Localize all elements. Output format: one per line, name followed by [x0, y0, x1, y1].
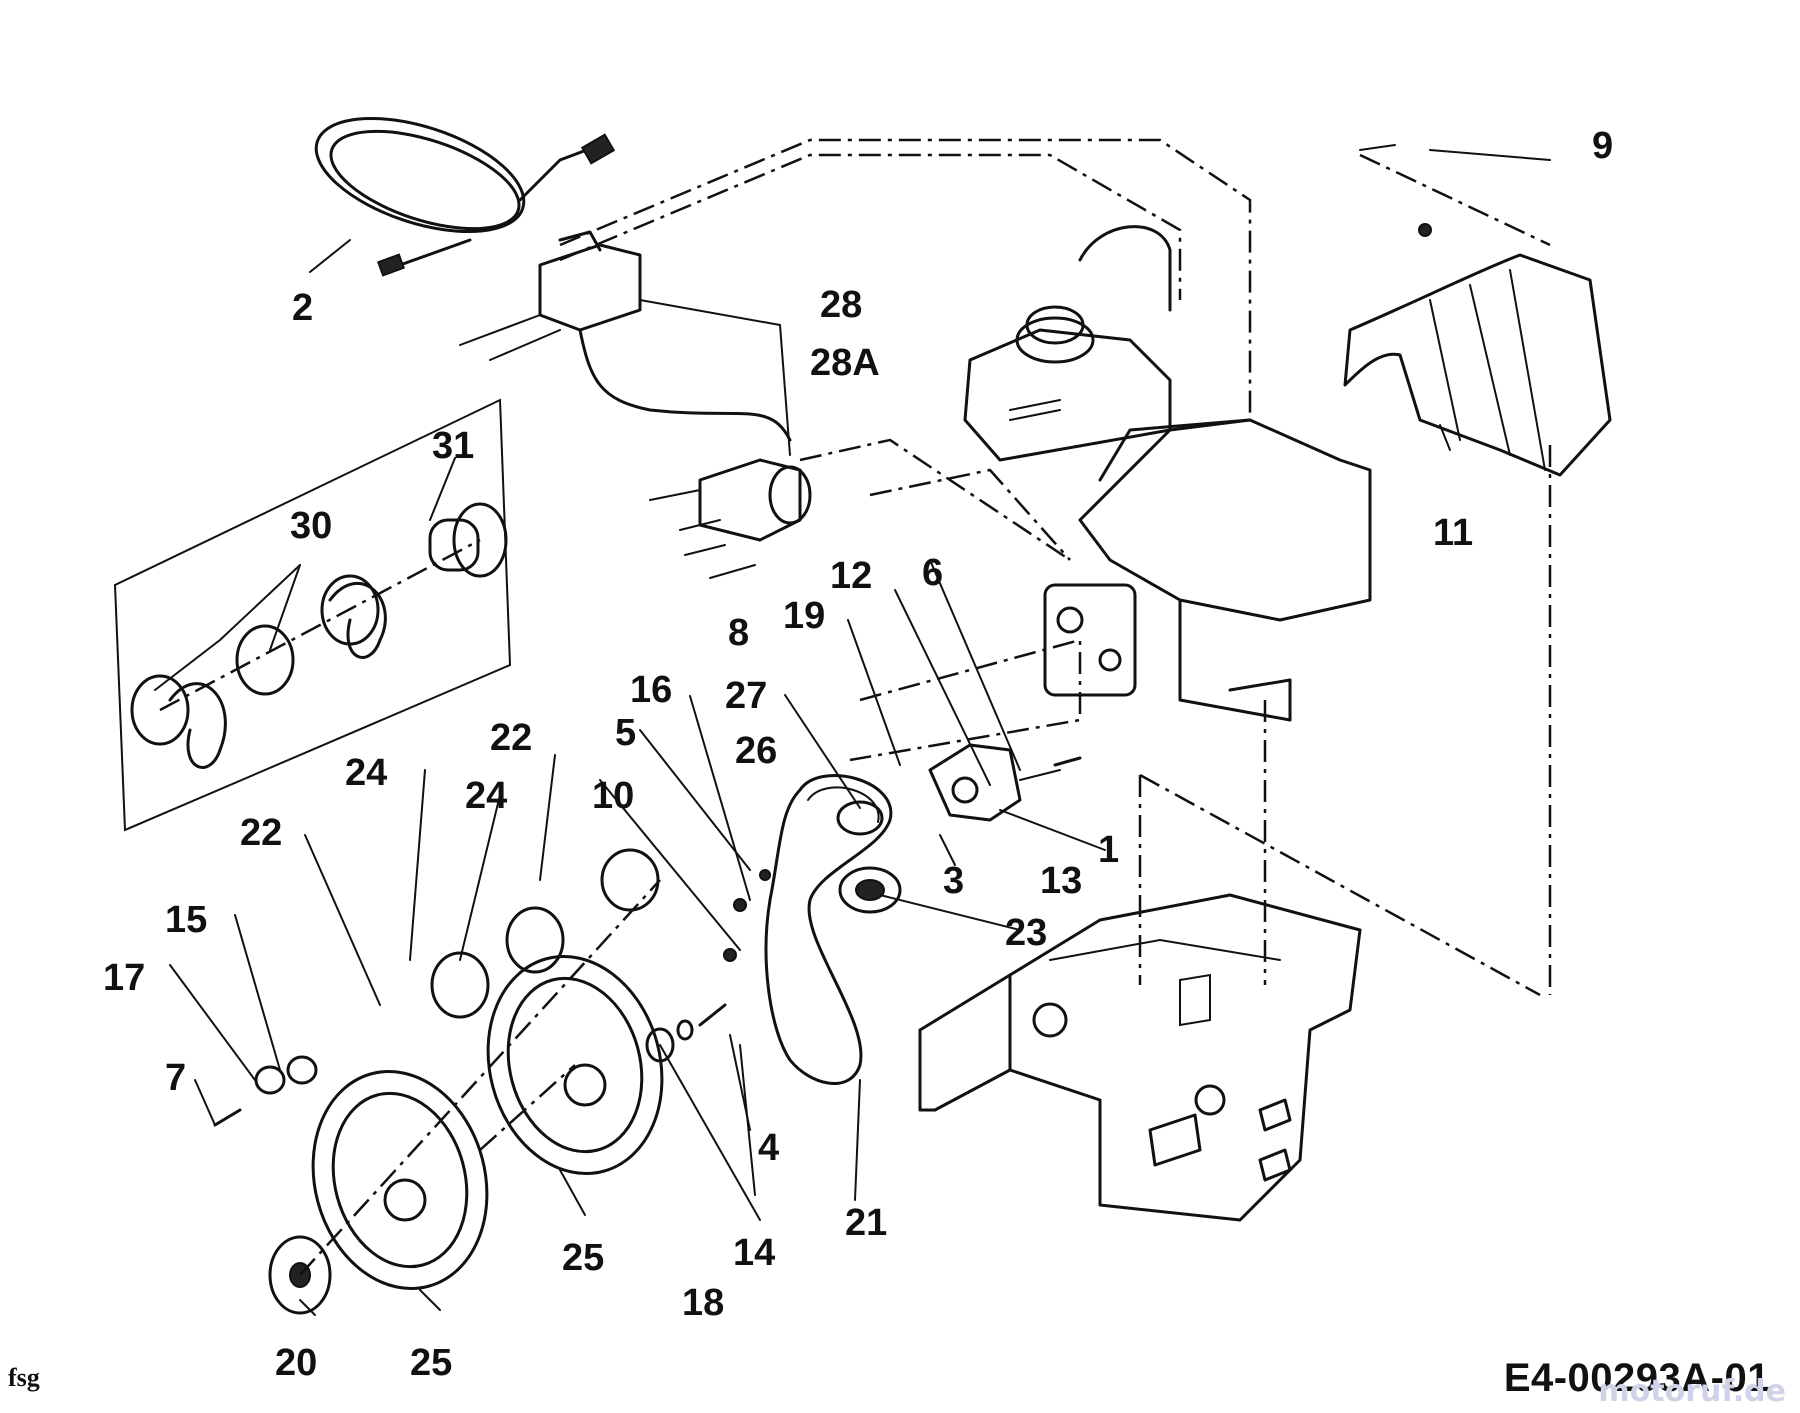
- callout-18: 18: [682, 1282, 724, 1324]
- callout-5: 5: [615, 712, 636, 754]
- callout-2: 2: [292, 287, 313, 329]
- auger-flight-group: [113, 398, 512, 832]
- callout-26: 26: [735, 730, 777, 772]
- callout-21: 21: [845, 1202, 887, 1244]
- callout-20: 20: [275, 1342, 317, 1384]
- callout-14: 14: [733, 1232, 775, 1274]
- callout-9: 9: [1592, 125, 1613, 167]
- callout-24a: 24: [345, 752, 387, 794]
- engine-part: [963, 225, 1372, 722]
- callout-11: 11: [1433, 512, 1473, 554]
- callout-labels: 1 2 3 4 5 6 7 8 9 10 11 12 13 14 15 16 1…: [103, 125, 1613, 1384]
- callout-10: 10: [592, 775, 634, 817]
- callout-7: 7: [165, 1057, 186, 1099]
- callout-23: 23: [1005, 912, 1047, 954]
- callout-30: 30: [290, 505, 332, 547]
- callout-19: 19: [783, 595, 825, 637]
- callout-16: 16: [630, 669, 672, 711]
- electric-starter-part: [459, 230, 812, 579]
- callout-17: 17: [103, 957, 145, 999]
- callout-8: 8: [728, 612, 749, 654]
- callout-22a: 22: [240, 812, 282, 854]
- callout-25a: 25: [562, 1237, 604, 1279]
- callout-3: 3: [943, 860, 964, 902]
- footer-left-note: fsg: [8, 1363, 40, 1392]
- callout-15: 15: [165, 899, 207, 941]
- diagram-code: E4-00293A-01: [1503, 1356, 1770, 1400]
- callout-28: 28: [820, 284, 862, 326]
- callout-1: 1: [1098, 829, 1119, 871]
- callout-4: 4: [758, 1127, 779, 1169]
- drive-belt-part: [764, 774, 893, 1085]
- assembly-leader-lines: [159, 138, 1552, 1276]
- bearing-bracket-part: [928, 743, 1061, 822]
- auger-housing-part: [918, 893, 1362, 1222]
- callout-25b: 25: [410, 1342, 452, 1384]
- callout-28A: 28A: [810, 342, 880, 384]
- fastener-parts: [213, 223, 1432, 1127]
- callout-24b: 24: [465, 775, 507, 817]
- large-pulley-part: [311, 954, 664, 1291]
- power-cord-part: [314, 116, 616, 277]
- callout-leaders: [154, 144, 1551, 1316]
- callout-6: 6: [922, 552, 943, 594]
- callout-22b: 22: [490, 717, 532, 759]
- callout-31: 31: [432, 425, 474, 467]
- chute-deflector-part: [1343, 253, 1612, 477]
- watermark-logo: motoruf.de: [1598, 1374, 1786, 1409]
- callout-12: 12: [830, 555, 872, 597]
- drive-pulley-part: [836, 800, 902, 914]
- callout-13: 13: [1040, 860, 1082, 902]
- callout-27: 27: [725, 675, 767, 717]
- washer-part: [130, 502, 660, 1315]
